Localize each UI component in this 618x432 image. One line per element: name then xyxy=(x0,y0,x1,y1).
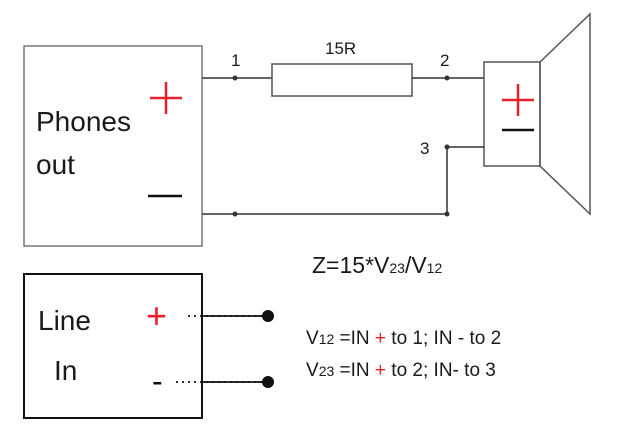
in-label: In xyxy=(54,355,77,386)
node-2-label: 2 xyxy=(440,51,449,70)
node-3-label: 3 xyxy=(420,139,429,158)
node-3-dot xyxy=(444,144,450,150)
line-label: Line xyxy=(38,305,91,336)
node-1-label: 1 xyxy=(231,51,240,70)
speaker-box xyxy=(483,61,541,167)
phones-out-box xyxy=(23,45,203,247)
impedance-formula: Z=15*V23/V12 xyxy=(312,252,442,278)
speaker-cone xyxy=(539,12,591,216)
phones-label: Phones xyxy=(36,106,131,137)
equation-v12: V12 =IN + to 1; IN - to 2 xyxy=(306,328,501,349)
node-1-dot xyxy=(232,75,238,81)
line-in-box xyxy=(23,273,203,419)
bottom-left-dot xyxy=(232,211,238,217)
resistor-label: 15R xyxy=(325,39,356,58)
phones-plus-icon xyxy=(150,82,182,114)
line-in-plus: + xyxy=(146,295,167,336)
resistor xyxy=(271,63,413,97)
line-in-minus: - xyxy=(152,363,163,399)
bottom-right-dot xyxy=(444,211,450,217)
out-label: out xyxy=(36,149,75,180)
lead-plus-terminal xyxy=(262,310,274,322)
equation-v23: V23 =IN + to 2; IN- to 3 xyxy=(306,360,496,381)
speaker-plus-icon xyxy=(502,84,534,116)
node-2-dot xyxy=(444,75,450,81)
lead-minus-terminal xyxy=(262,376,274,388)
